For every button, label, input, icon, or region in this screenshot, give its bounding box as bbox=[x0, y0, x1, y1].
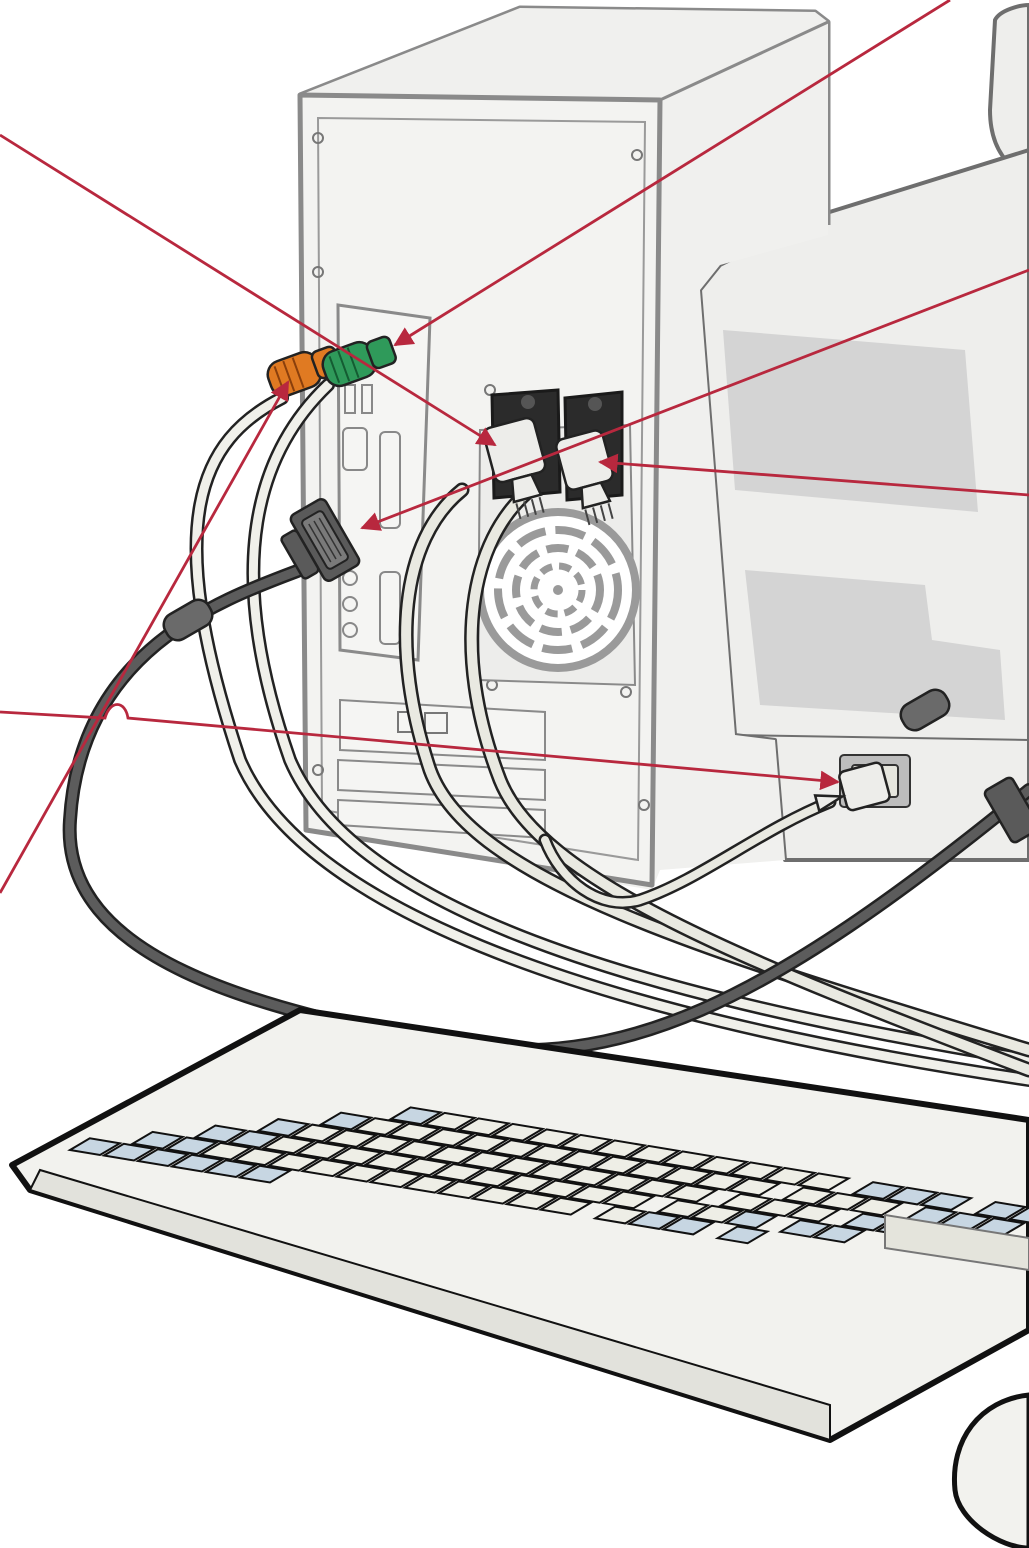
keyboard bbox=[12, 1010, 1029, 1440]
serial-port bbox=[343, 428, 367, 470]
callout-ps2-keyboard bbox=[0, 382, 288, 893]
mouse bbox=[954, 1395, 1029, 1548]
monitor-vent-panel-upper bbox=[723, 330, 978, 512]
game-port bbox=[380, 572, 400, 644]
